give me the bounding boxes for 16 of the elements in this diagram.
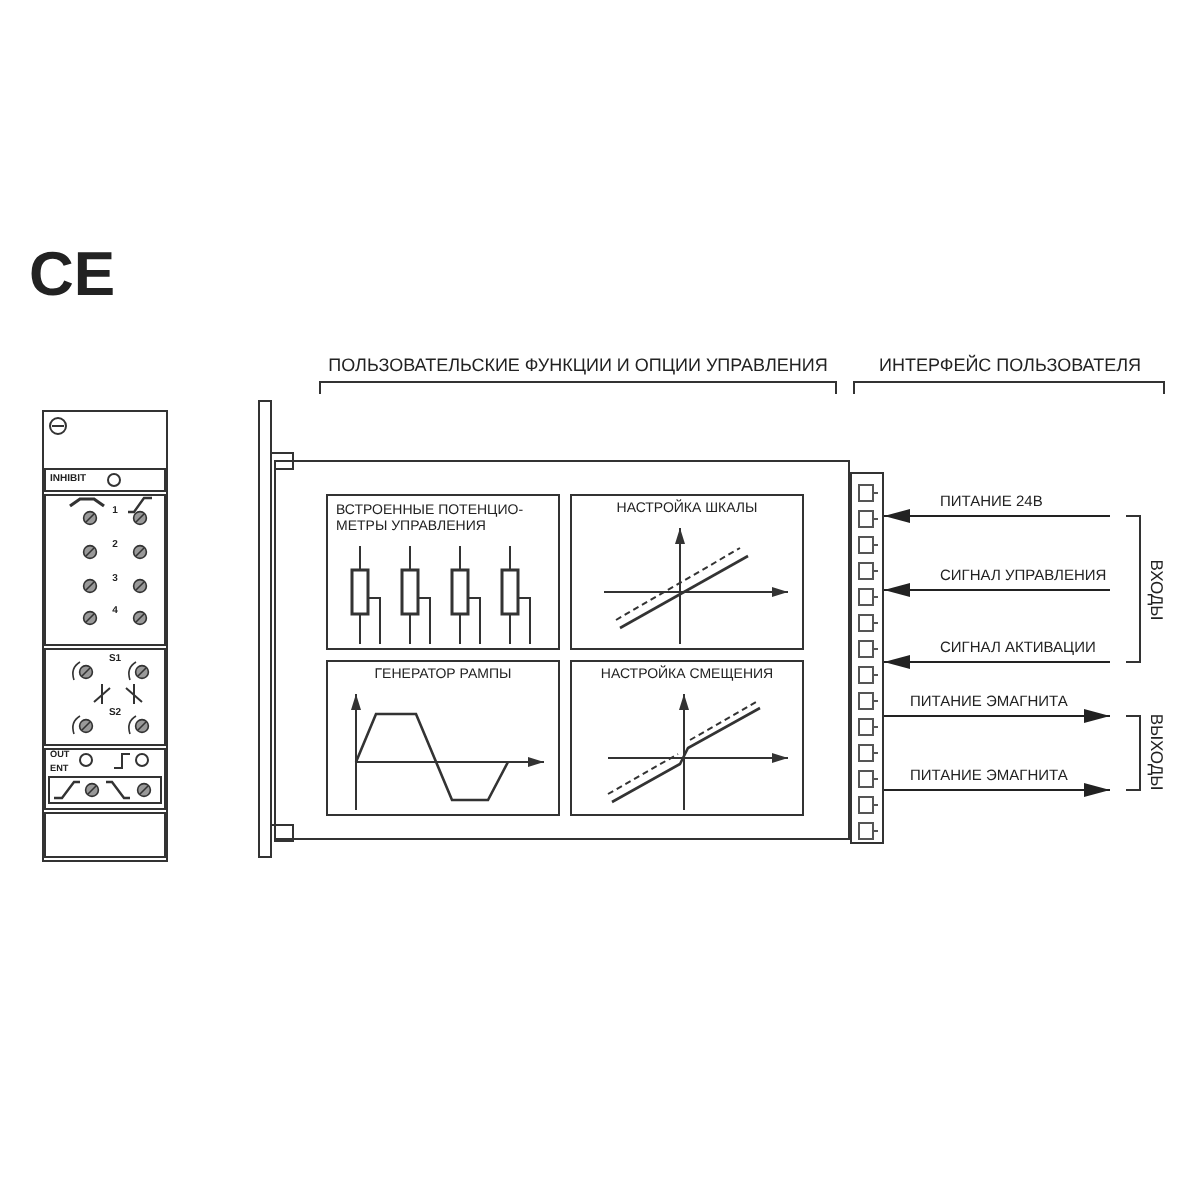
circuit-card (274, 460, 850, 840)
ce-mark: CE (28, 243, 116, 305)
arrow (883, 655, 1111, 669)
function-panel (570, 494, 804, 650)
section-heading: ПОЛЬЗОВАТЕЛЬСКИЕ ФУНКЦИИ И ОПЦИИ УПРАВЛЕНИЯ (328, 357, 828, 375)
function-panel (570, 660, 804, 816)
arrow (883, 783, 1111, 797)
arrow (883, 709, 1111, 723)
function-panel (326, 660, 560, 816)
terminal-strip (850, 472, 884, 844)
group-label: ВХОДЫ (1147, 559, 1165, 621)
arrow (883, 509, 1111, 523)
function-panel (326, 494, 560, 650)
section-heading: ИНТЕРФЕЙС ПОЛЬЗОВАТЕЛЯ (879, 357, 1141, 375)
arrow (883, 583, 1111, 597)
group-label: ВЫХОДЫ (1147, 713, 1165, 791)
